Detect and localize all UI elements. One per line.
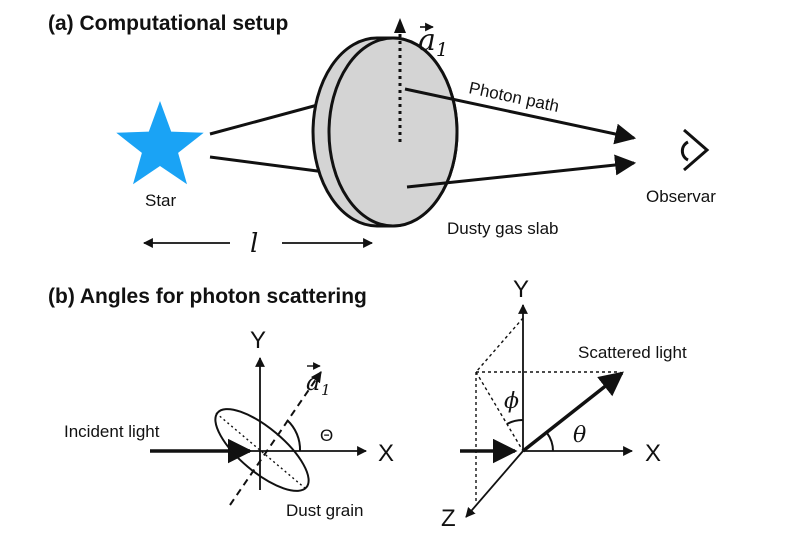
star-label: Star — [145, 191, 177, 210]
theta-big-symbol: Θ — [320, 426, 333, 445]
incident-light-label: Incident light — [64, 422, 160, 441]
photon-path-upper — [404, 87, 637, 145]
star-icon — [116, 101, 204, 185]
theta-small-symbol: θ — [573, 423, 586, 448]
scattered-light-label: Scattered light — [578, 343, 687, 362]
photon-path-lower — [406, 154, 637, 189]
a1-symbol: a — [418, 23, 436, 58]
left-x-label: X — [378, 440, 394, 467]
observer-label: Observar — [646, 187, 716, 206]
right-y-label: Y — [513, 276, 529, 303]
distance-symbol: l — [250, 229, 258, 259]
a1-arrowhead — [394, 18, 406, 33]
right-z-axis — [465, 450, 524, 518]
grain-a1-subscript: 1 — [321, 381, 331, 399]
beam-line-lower — [209, 155, 326, 174]
grain-a1-symbol: a — [306, 368, 320, 396]
theta-small-arc — [546, 432, 554, 452]
left-y-label: Y — [250, 327, 266, 354]
dust-grain-icon — [214, 408, 310, 492]
observer-eye-icon — [680, 128, 710, 172]
right-x-label: X — [645, 440, 661, 467]
scattered-light-ray — [521, 371, 624, 453]
beam-line-upper — [209, 101, 326, 136]
grain-axis-a1 — [229, 371, 322, 506]
dust-slab — [311, 36, 459, 228]
phi-arc — [506, 418, 524, 425]
photon-path-label: Photon path — [467, 78, 561, 116]
phi-symbol: ϕ — [504, 389, 519, 414]
panel-a-heading: (a) Computational setup — [48, 12, 288, 35]
a1-subscript: 1 — [436, 39, 448, 61]
panel-b-heading: (b) Angles for photon scattering — [48, 285, 367, 308]
theta-arc — [286, 419, 302, 452]
slab-label: Dusty gas slab — [447, 219, 559, 238]
dust-grain-label: Dust grain — [286, 501, 363, 520]
right-z-label: Z — [441, 505, 456, 532]
projection-guides — [475, 317, 618, 504]
